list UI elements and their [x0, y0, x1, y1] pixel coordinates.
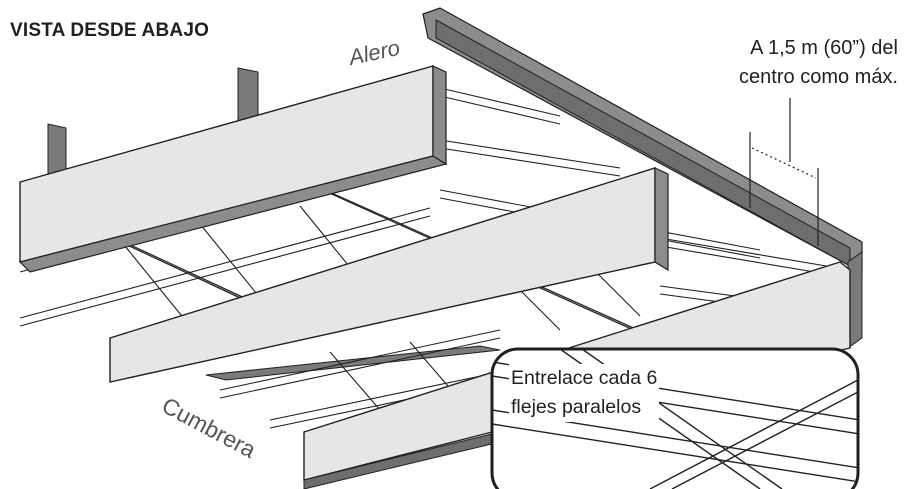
spacing-dimension — [749, 98, 819, 246]
diagram-title: VISTA DESDE ABAJO — [10, 20, 210, 41]
panel-middle — [109, 167, 669, 383]
spacing-note: A 1,5 m (60”) del centro como máx. — [648, 34, 898, 92]
spacing-note-line1: A 1,5 m (60”) del — [750, 37, 898, 59]
panel-eave — [18, 65, 448, 273]
spacing-note-line2: centro como máx. — [739, 66, 898, 88]
inset-note: Entrelace cada 6 flejes paralelos — [509, 364, 660, 422]
eave-beam — [422, 7, 863, 349]
inset-note-line1: Entrelace cada 6 — [509, 364, 660, 393]
inset-note-line2: flejes paralelos — [509, 393, 660, 422]
